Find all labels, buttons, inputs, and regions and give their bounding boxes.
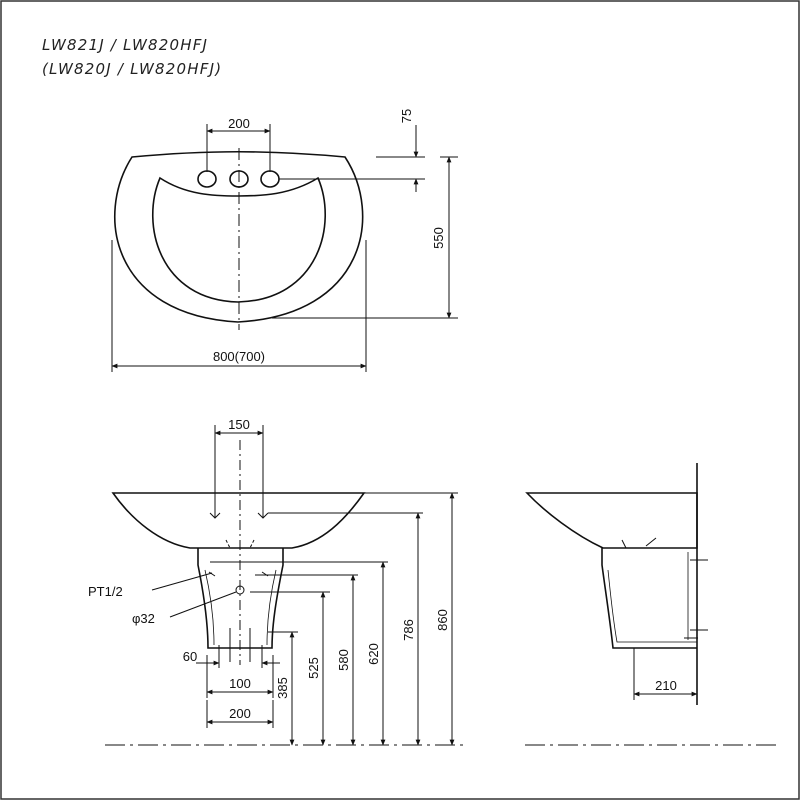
dim-label-hole-offset: 75 [399, 109, 414, 123]
dim-label-60: 60 [183, 649, 197, 664]
dim-label-860: 860 [435, 609, 450, 631]
dim-label-100: 100 [229, 676, 251, 691]
model-title-line1: LW821J / LW820HFJ [42, 36, 209, 54]
faucet-hole-left [197, 170, 217, 188]
dim-label-385: 385 [275, 677, 290, 699]
leader-phi32 [169, 591, 237, 618]
dim-label-faucet-spacing: 200 [228, 116, 250, 131]
leader-pt12 [151, 572, 213, 591]
basin-inner-bowl [152, 176, 326, 303]
dim-label-525: 525 [306, 657, 321, 679]
side-pedestal-outline [601, 548, 697, 649]
faucet-hole-right [260, 170, 280, 188]
dim-label-580: 580 [336, 649, 351, 671]
label-drain-diameter: φ32 [132, 611, 155, 626]
side-view [525, 463, 698, 705]
dim-label-top-holes: 150 [228, 417, 250, 432]
dim-label-620: 620 [366, 643, 381, 665]
dim-label-786: 786 [401, 619, 416, 641]
dim-label-width: 800(700) [213, 349, 265, 364]
label-supply-thread: PT1/2 [88, 584, 123, 599]
front-basin-outline [111, 492, 366, 549]
dim-label-210: 210 [655, 678, 677, 693]
dim-label-200: 200 [229, 706, 251, 721]
model-title-line2: (LW820J / LW820HFJ) [42, 60, 223, 78]
dim-label-depth: 550 [431, 227, 446, 249]
basin-outer-outline [114, 150, 364, 323]
side-basin-outline [525, 492, 698, 549]
